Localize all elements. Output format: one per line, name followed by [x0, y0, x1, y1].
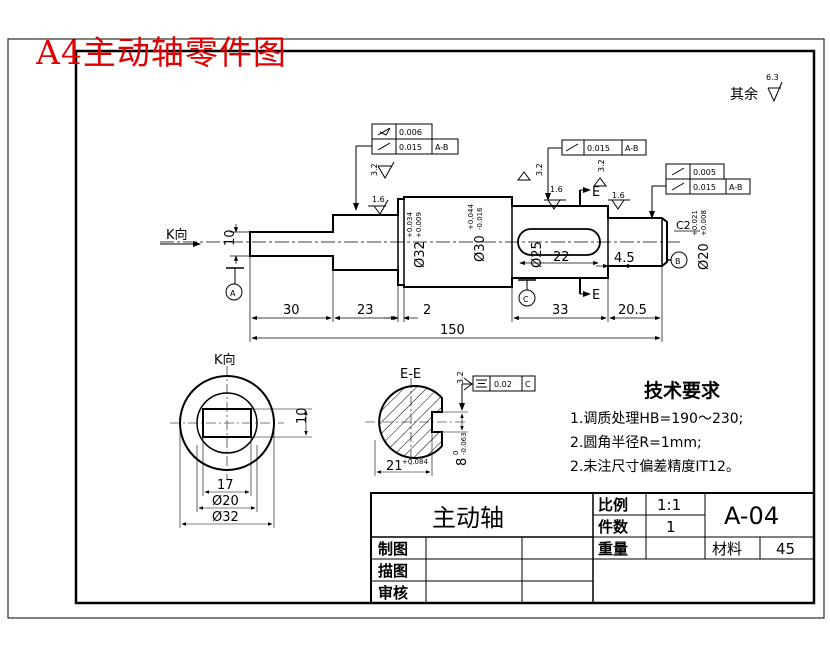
tol-mid-val: 0.015	[587, 144, 610, 153]
dia20-tol-up: +0.021	[691, 210, 699, 236]
tolerance-frame-right: 0.005 0.015 A-B	[649, 163, 751, 219]
section-dim-21: 21	[386, 459, 403, 474]
surface-finish-other: 其余 6.3	[730, 73, 783, 103]
dim-20-5-text: 20.5	[618, 303, 647, 318]
tb-drawn-label: 制图	[378, 540, 408, 558]
roughness-r5: 1.6	[550, 185, 563, 194]
tol-section-ref: C	[525, 380, 531, 389]
tech-req-line-3: 2.未注尺寸偏差精度IT12。	[570, 459, 740, 475]
tech-req-line-2: 2.圆角半径R=1mm;	[570, 435, 702, 451]
dim-22-text: 22	[553, 250, 570, 265]
page-title: A4主动轴零件图	[36, 33, 287, 72]
tol-mid-ref: A-B	[625, 144, 638, 153]
tb-scale-value: 1:1	[657, 496, 681, 514]
outer-border	[7, 38, 825, 619]
roughness-r7: 3.2	[456, 371, 465, 384]
dia32-tol-up: +0.034	[406, 212, 414, 238]
datum-b: B	[667, 251, 688, 269]
k-dim-d32: Ø32	[212, 510, 239, 525]
dim-2-text: 2	[423, 303, 431, 318]
section-dim-21-tol: +0.084	[402, 458, 428, 466]
section-label: E-E	[400, 367, 421, 382]
tolerance-frame-left: 0.006 0.015 A-B	[353, 123, 459, 211]
dim-23-text: 23	[357, 303, 374, 318]
bottom-dimensions: 30 23 2 33 20.5 150	[251, 303, 661, 341]
k-dim-17: 17	[217, 478, 234, 493]
chamfer-c2-text: C2	[676, 219, 691, 232]
tb-checked-label: 审核	[378, 584, 408, 602]
tol-left-r1-val: 0.006	[399, 128, 422, 137]
dia30-tol-dn: -0.016	[476, 207, 484, 230]
section-dim-8: 8	[455, 458, 470, 466]
tol-left-r2-ref: A-B	[435, 143, 448, 152]
dia20-text: Ø20	[697, 243, 712, 270]
tb-material-value: 45	[776, 540, 795, 558]
k-direction-marker: K向	[160, 227, 201, 247]
tb-qty-value: 1	[666, 518, 676, 536]
dim-30-text: 30	[283, 303, 300, 318]
roughness-r3: 3.2	[535, 163, 544, 176]
tb-part-name: 主动轴	[432, 504, 504, 532]
tol-right-r1-val: 0.005	[693, 168, 716, 177]
roughness-r2: 1.6	[372, 195, 385, 204]
section-e-e: E-E 21 +0.084 8 0 -0.063 0.02 C	[365, 367, 536, 476]
section-marks: E E	[579, 185, 600, 303]
dim-10-text: 10	[223, 229, 238, 246]
dia20-tol-dn: +0.008	[700, 210, 708, 236]
title-block	[370, 492, 815, 604]
dim-150-text: 150	[440, 323, 465, 338]
surface-finish-value: 6.3	[766, 73, 779, 82]
dia30-text: Ø30	[473, 235, 488, 262]
dia32-tol-dn: +0.009	[415, 212, 423, 238]
datum-c-text: C	[523, 295, 529, 304]
dim-10-left: 10	[223, 224, 250, 264]
tb-traced-label: 描图	[378, 562, 408, 580]
tech-req-title: 技术要求	[644, 379, 721, 402]
tol-left-r2-val: 0.015	[399, 143, 422, 152]
dia25-text: Ø25	[530, 241, 545, 268]
k-view-title: K向	[214, 352, 236, 368]
tb-qty-label: 件数	[598, 518, 629, 536]
roughness-r6: 1.6	[612, 191, 625, 200]
technical-requirements: 技术要求 1.调质处理HB=190～230; 2.圆角半径R=1mm; 2.未注…	[570, 379, 743, 475]
roughness-r1: 3.2	[370, 163, 379, 176]
dim-4-5-text: 4.5	[614, 251, 635, 266]
keyway-slot	[517, 228, 601, 256]
tolerance-frame-middle: 0.015 A-B	[545, 139, 647, 201]
section-e-bottom: E	[592, 288, 600, 303]
surface-finish-label: 其余	[730, 86, 758, 103]
k-dim-d20: Ø20	[212, 494, 239, 509]
k-dim-10: 10	[295, 407, 310, 424]
section-dim-8-tol-dn: -0.063	[460, 432, 468, 455]
tb-drawing-no: A-04	[724, 502, 779, 530]
dim-33-text: 33	[552, 303, 569, 318]
roughness-symbols	[368, 161, 630, 391]
tech-req-line-1: 1.调质处理HB=190～230;	[570, 411, 743, 427]
tb-scale-label: 比例	[598, 496, 628, 514]
section-dim-8-tol-up: 0	[452, 451, 460, 455]
shaft-main-view	[160, 196, 680, 288]
dia32-text: Ø32	[413, 241, 428, 268]
tb-weight-label: 重量	[598, 540, 628, 558]
k-view: K向 10 17 Ø20 Ø32	[170, 352, 312, 528]
tol-right-r2-val: 0.015	[693, 183, 716, 192]
k-direction-label: K向	[166, 227, 188, 243]
tol-section-val: 0.02	[494, 380, 512, 389]
roughness-r4: 3.2	[597, 159, 606, 172]
datum-a-text: A	[230, 289, 236, 298]
datum-c: C	[518, 279, 536, 307]
datum-b-text: B	[675, 257, 681, 266]
datum-a: A	[225, 267, 244, 301]
keyway-dims: 22 4.5	[519, 250, 640, 269]
tb-material-label: 材料	[712, 540, 742, 558]
section-e-top: E	[592, 185, 600, 200]
tol-right-r2-ref: A-B	[729, 183, 742, 192]
dia30-tol-up: +0.044	[467, 204, 475, 230]
